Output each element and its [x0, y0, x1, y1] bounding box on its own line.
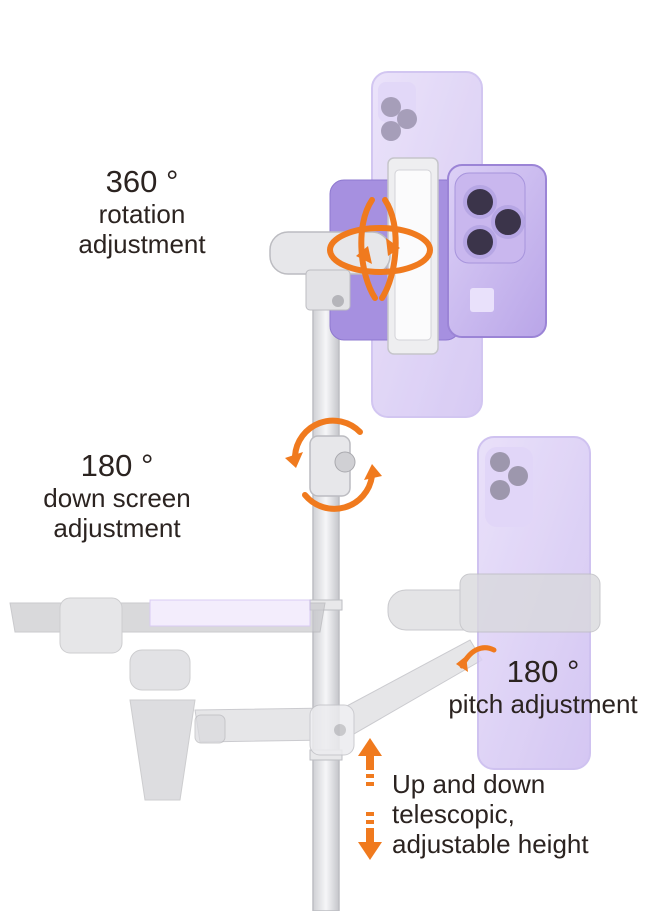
down-screen-line1: down screen — [43, 482, 191, 513]
pitch-label: 180 ° pitch adjustment — [428, 654, 658, 720]
orange-curved-arrow-icon — [456, 645, 497, 672]
down-screen-label: 180 ° down screen adjustment — [22, 448, 212, 543]
telescopic-line2: telescopic, — [392, 798, 515, 829]
down-screen-line2: adjustment — [53, 512, 181, 543]
pitch-line1: pitch adjustment — [448, 688, 638, 719]
telescopic-line1: Up and down — [392, 769, 546, 799]
rotation-line2: adjustment — [78, 228, 206, 259]
right-phone-clamp — [387, 573, 601, 633]
orange-up-down-arrows-icon — [358, 738, 382, 860]
orange-circular-arrows-icon — [327, 197, 433, 301]
telescopic-pole — [309, 289, 343, 911]
rotation-degree: 360 ° — [105, 164, 179, 199]
tablet-holder-ghost — [9, 597, 326, 801]
down-screen-degree: 180 ° — [80, 448, 154, 483]
rotation-label: 360 ° rotation adjustment — [62, 164, 222, 259]
pitch-degree: 180 ° — [506, 654, 580, 689]
orange-flip-arrows-icon — [285, 417, 382, 512]
telescopic-line3: adjustable height — [392, 828, 589, 859]
rotation-line1: rotation — [98, 198, 186, 229]
flip-joint — [309, 435, 356, 497]
top-phone-clamp — [387, 157, 439, 355]
extension-arm — [194, 639, 483, 756]
telescopic-label: Up and down telescopic, adjustable heigh… — [392, 769, 632, 860]
